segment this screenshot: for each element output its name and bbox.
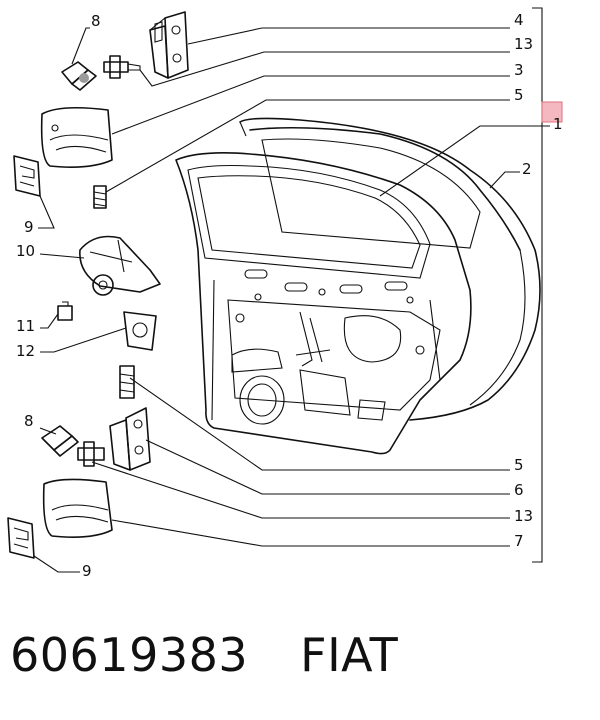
lower-hinge-pin	[41, 425, 79, 457]
upper-hinge-bolt	[103, 55, 141, 79]
callout-5-upper: 5	[514, 86, 524, 104]
callout-13-upper: 13	[514, 35, 533, 53]
callout-6: 6	[514, 481, 524, 499]
lower-hinge-bolt	[77, 441, 105, 467]
lower-screw	[119, 365, 135, 399]
callout-13-lower: 13	[514, 507, 533, 525]
striker-plate	[123, 311, 157, 351]
exploded-door-diagram: 4 13 3 5 1 2 8 9 10 11 12 8 5 6 13 7 9	[7, 7, 563, 580]
callout-4-upper: 4	[514, 11, 524, 29]
part-number: 60619383	[10, 628, 249, 682]
upper-screw	[93, 185, 107, 209]
door-outer-shell	[239, 117, 541, 421]
lower-shim	[7, 517, 35, 559]
callout-11: 11	[16, 317, 35, 335]
leader-lines	[33, 27, 550, 573]
door-lock	[79, 235, 161, 296]
callout-2: 2	[522, 160, 532, 178]
callout-8-upper: 8	[91, 12, 101, 30]
callout-1: 1	[553, 115, 563, 133]
callout-7: 7	[514, 532, 524, 550]
callout-5-lower: 5	[514, 456, 524, 474]
upper-hinge	[149, 11, 189, 79]
upper-shim	[13, 155, 41, 197]
group-bracket	[532, 7, 543, 563]
callout-9-lower: 9	[82, 562, 92, 580]
lower-hinge-cover	[42, 478, 113, 538]
upper-hinge-pin	[61, 61, 97, 91]
marker-square	[541, 101, 563, 123]
callout-12: 12	[16, 342, 35, 360]
callout-8-lower: 8	[24, 412, 34, 430]
lock-screw	[57, 301, 73, 321]
lower-hinge	[109, 407, 151, 471]
callout-3: 3	[514, 61, 524, 79]
part-caption: 60619383 FIAT	[10, 628, 398, 682]
door-inner-panel	[175, 152, 472, 455]
callout-10: 10	[16, 242, 35, 260]
upper-hinge-cover	[40, 106, 113, 168]
callout-9-upper: 9	[24, 218, 34, 236]
brand-name: FIAT	[300, 628, 399, 682]
